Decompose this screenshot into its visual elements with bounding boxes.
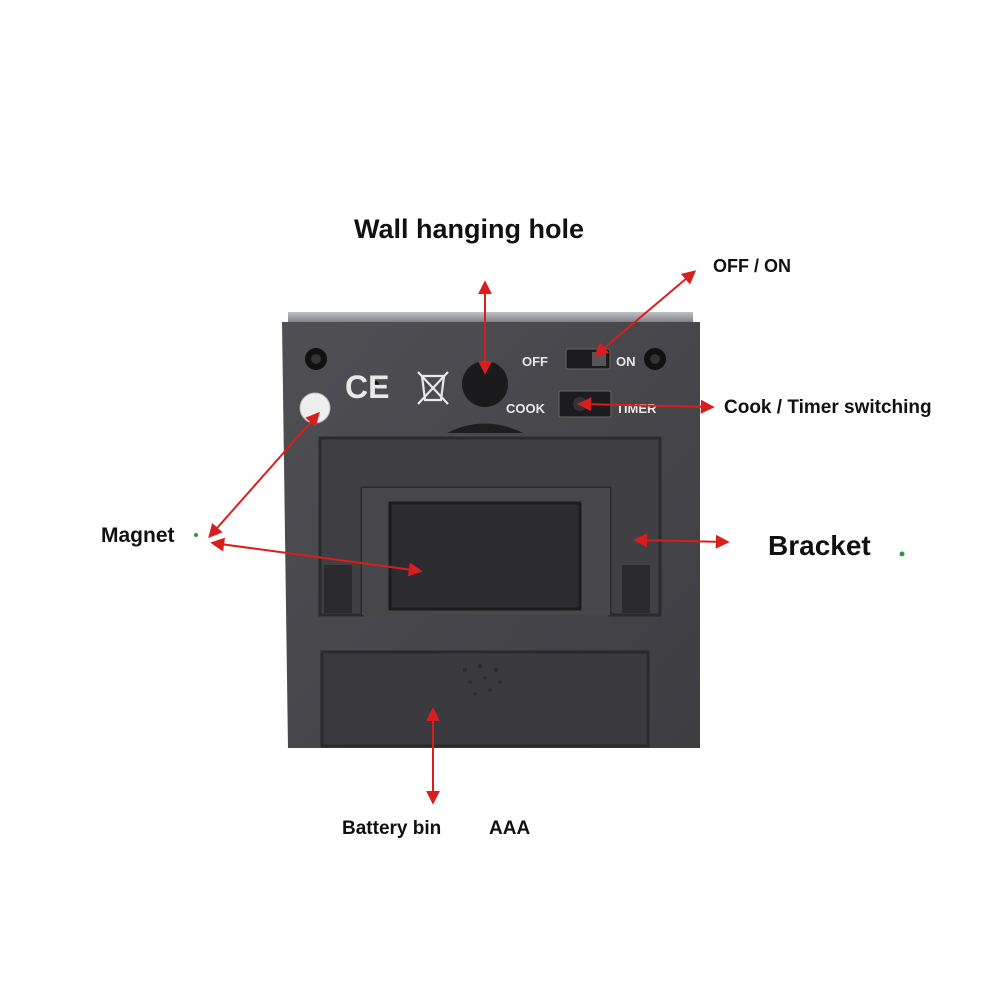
bracket-left-clip	[324, 565, 352, 613]
bracket-period-dot	[899, 551, 905, 557]
arrow-magnet-inner	[210, 537, 423, 577]
annotation-arrows	[208, 270, 730, 805]
off-text: OFF	[522, 354, 548, 369]
label-magnet: Magnet	[101, 524, 175, 547]
wheelie-bin-icon	[417, 371, 449, 405]
bracket-right-clip	[622, 565, 650, 613]
timer-text: TIMER	[616, 401, 657, 416]
wall-hanging-hole-icon	[462, 361, 508, 407]
battery-cover-dots	[463, 664, 502, 696]
cook-text: COOK	[506, 401, 546, 416]
label-cook-timer: Cook / Timer switching	[724, 397, 932, 418]
arrow-magnet-top	[208, 411, 320, 539]
label-battery-aaa: AAA	[489, 818, 531, 839]
label-wall-hanging-hole: Wall hanging hole	[354, 214, 584, 244]
off-on-switch-knob[interactable]	[592, 352, 606, 366]
arrow-bracket	[633, 533, 730, 549]
screw-left-center	[311, 354, 321, 364]
label-off-on: OFF / ON	[713, 256, 791, 276]
display-window	[388, 501, 582, 611]
screw-right-center	[650, 354, 660, 364]
magnet-period-dot	[194, 533, 198, 537]
timer-device-back: CE OFF ON COOK TIMER	[282, 312, 700, 748]
arrow-off-on	[593, 270, 697, 357]
hinge-bump	[447, 423, 523, 433]
ce-dot	[371, 381, 379, 389]
label-bracket: Bracket	[768, 530, 871, 561]
on-text: ON	[616, 354, 636, 369]
battery-cover	[320, 650, 650, 748]
ce-mark: CE	[345, 369, 389, 405]
label-battery-bin: Battery bin	[342, 818, 442, 839]
arrow-cook-timer	[577, 397, 715, 414]
